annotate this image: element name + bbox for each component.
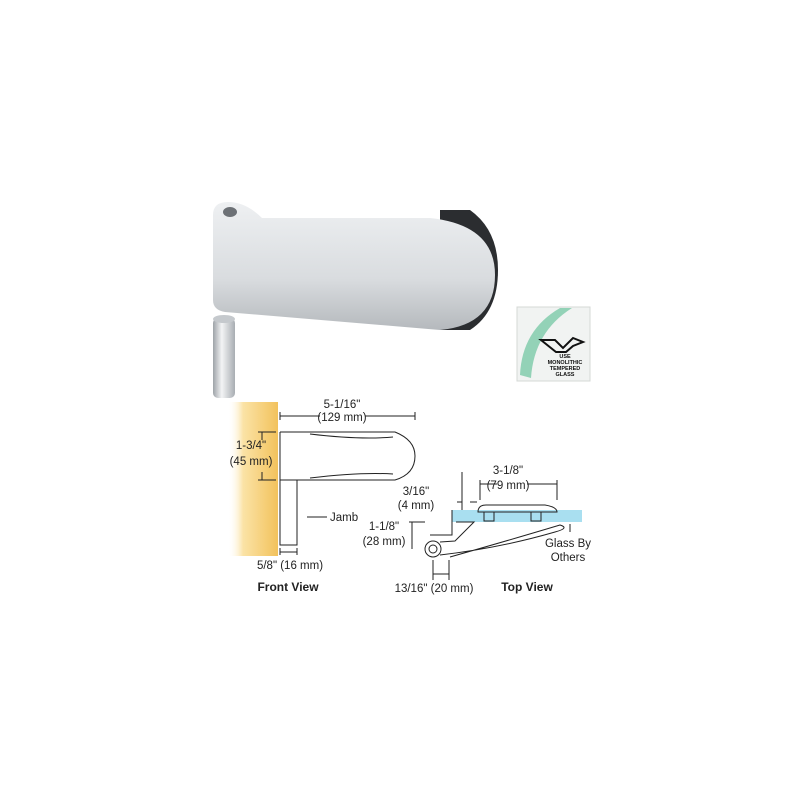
height-dimension: 1-3/4" bbox=[236, 440, 266, 452]
pin-dimension: 5/8" (16 mm) bbox=[257, 560, 323, 572]
plate-dimension-mm: (79 mm) bbox=[487, 480, 530, 492]
front-view-title: Front View bbox=[257, 580, 319, 594]
offset-dimension: 13/16" (20 mm) bbox=[395, 583, 474, 595]
width-dimension-mm: (129 mm) bbox=[317, 412, 366, 424]
glass-label: Others bbox=[551, 552, 586, 564]
glass-label: Glass By bbox=[545, 538, 591, 550]
pin-photo bbox=[213, 315, 235, 398]
jamb-label: Jamb bbox=[330, 512, 358, 524]
badge-text: TEMPERED bbox=[550, 366, 581, 372]
top-view-title: Top View bbox=[501, 580, 553, 594]
badge-text: USE bbox=[559, 354, 571, 360]
width-dimension: 5-1/16" bbox=[324, 399, 361, 411]
glass-warning-icon bbox=[538, 336, 586, 353]
depth-dimension-mm: (28 mm) bbox=[363, 536, 406, 548]
gap-dimension-mm: (4 mm) bbox=[398, 500, 435, 512]
plate-dimension: 3-1/8" bbox=[493, 465, 523, 477]
hinge-photo bbox=[213, 202, 498, 330]
height-dimension-mm: (45 mm) bbox=[230, 456, 273, 468]
top-view-drawing bbox=[409, 472, 582, 580]
tempered-glass-badge: USE MONOLITHIC TEMPERED GLASS bbox=[516, 306, 591, 382]
jamb-area bbox=[228, 402, 278, 556]
gap-dimension: 3/16" bbox=[403, 486, 429, 498]
badge-text: MONOLITHIC bbox=[548, 360, 583, 366]
front-view-drawing bbox=[228, 402, 416, 556]
pin-hole-icon bbox=[223, 207, 237, 217]
depth-dimension: 1-1/8" bbox=[369, 521, 399, 533]
badge-text: GLASS bbox=[556, 372, 575, 378]
